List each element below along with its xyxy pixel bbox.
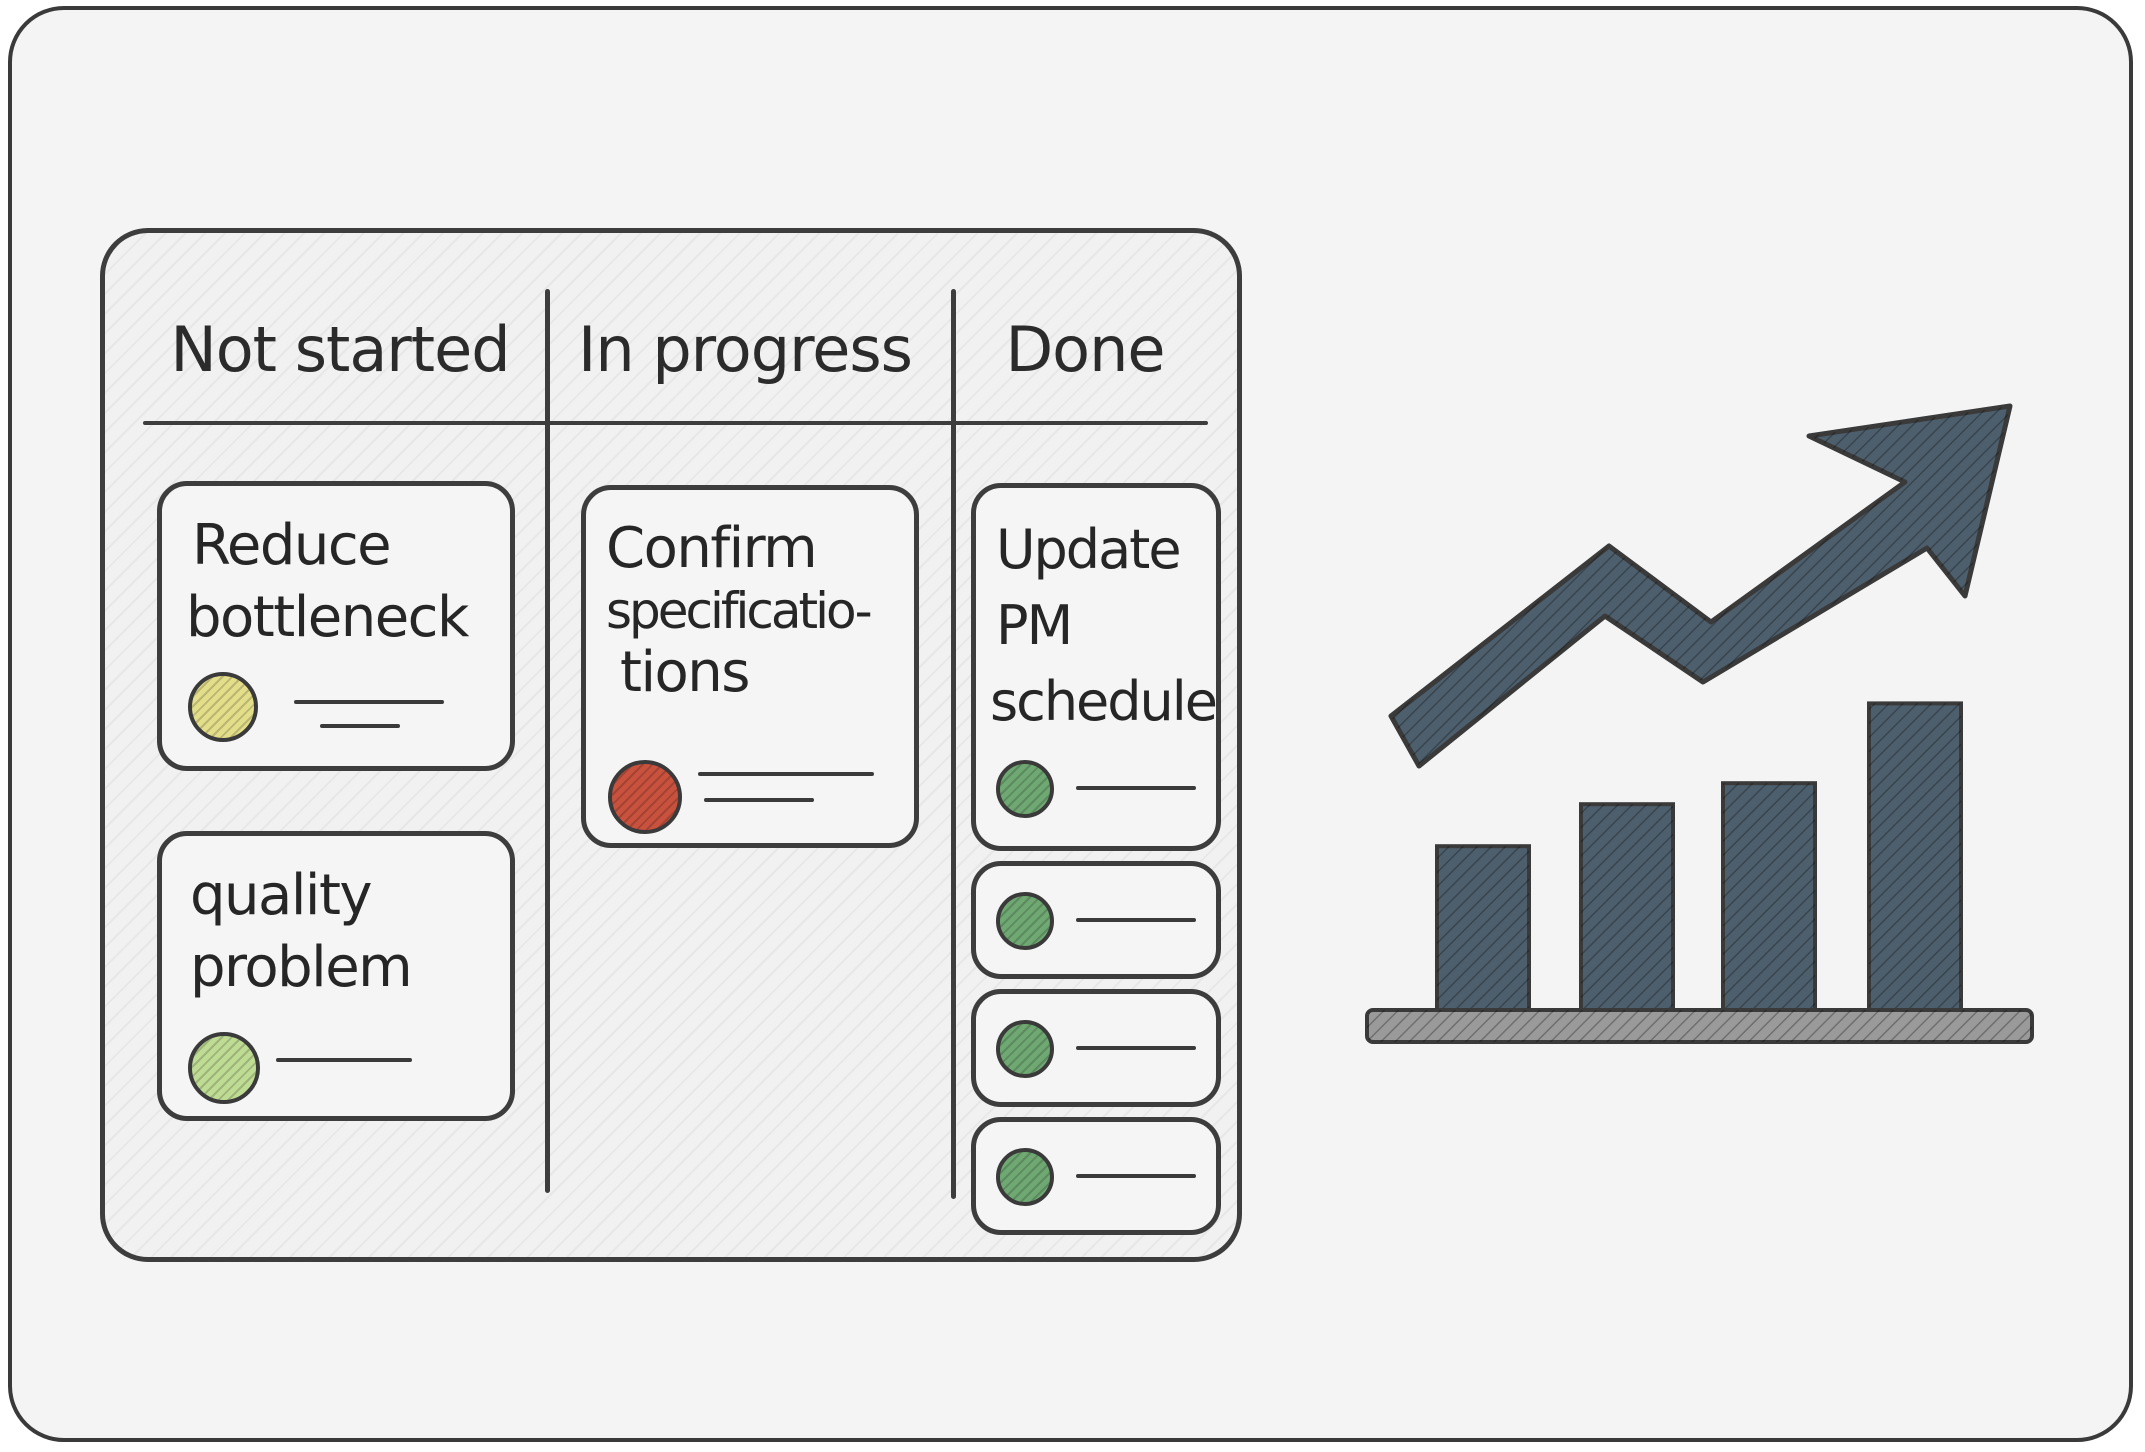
card-title-line: bottleneck xyxy=(186,585,469,650)
card-line xyxy=(704,798,814,802)
chart-baseline-hatch xyxy=(1367,1010,2032,1042)
column-header-in-progress: In progress xyxy=(578,313,913,386)
status-dot xyxy=(188,672,258,742)
card-title-line: PM xyxy=(996,594,1073,657)
status-dot xyxy=(188,1032,260,1104)
card-line xyxy=(1076,786,1196,790)
column-divider xyxy=(951,289,956,1199)
card-line xyxy=(320,724,400,728)
column-header-done: Done xyxy=(1005,313,1165,386)
card-title-line: Update xyxy=(996,518,1182,581)
card-title-line: schedule xyxy=(990,670,1218,733)
card-title-line: specificatio- xyxy=(606,582,873,640)
card-title-line: quality xyxy=(190,863,373,928)
header-divider xyxy=(143,421,1208,425)
card-title: Update PM schedule xyxy=(990,512,1218,740)
card-title-line: tions xyxy=(620,640,750,705)
status-dot xyxy=(996,892,1054,950)
card-line xyxy=(698,772,874,776)
growth-bar-hatch xyxy=(1869,703,1961,1010)
card-line xyxy=(294,700,444,704)
task-card-done[interactable] xyxy=(971,861,1221,979)
task-card-done[interactable] xyxy=(971,989,1221,1107)
task-card-confirm-specifications[interactable]: Confirm specificatio- tions xyxy=(581,485,919,848)
card-title: Confirm specificatio- tions xyxy=(606,514,873,708)
card-title-line: Confirm xyxy=(606,516,818,581)
growth-bar-hatch xyxy=(1723,783,1815,1010)
trend-arrow-hatch xyxy=(1391,406,2010,766)
status-dot xyxy=(996,760,1054,818)
growth-bars xyxy=(1435,701,1963,1013)
card-line xyxy=(276,1058,412,1062)
task-card-done[interactable] xyxy=(971,1117,1221,1235)
card-title: quality problem xyxy=(190,860,413,1004)
task-card-reduce-bottleneck[interactable]: Reduce bottleneck xyxy=(157,481,515,771)
growth-bar-hatch xyxy=(1437,846,1529,1010)
card-title: Reduce bottleneck xyxy=(186,510,469,654)
growth-chart-icon xyxy=(1365,403,2034,1044)
card-line xyxy=(1076,1046,1196,1050)
growth-bar-hatch xyxy=(1581,804,1673,1010)
kanban-board: Not started In progress Done Reduce bott… xyxy=(100,228,1242,1262)
canvas-frame: Not started In progress Done Reduce bott… xyxy=(8,6,2133,1442)
card-title-line: problem xyxy=(190,935,413,1000)
column-header-not-started: Not started xyxy=(170,313,510,386)
card-line xyxy=(1076,1174,1196,1178)
status-dot xyxy=(996,1148,1054,1206)
task-card-quality-problem[interactable]: quality problem xyxy=(157,831,515,1121)
task-card-update-pm-schedule[interactable]: Update PM schedule xyxy=(971,483,1221,851)
card-title-line: Reduce xyxy=(192,513,392,578)
column-divider xyxy=(545,289,550,1193)
status-dot xyxy=(996,1020,1054,1078)
status-dot xyxy=(608,760,682,834)
card-line xyxy=(1076,918,1196,922)
